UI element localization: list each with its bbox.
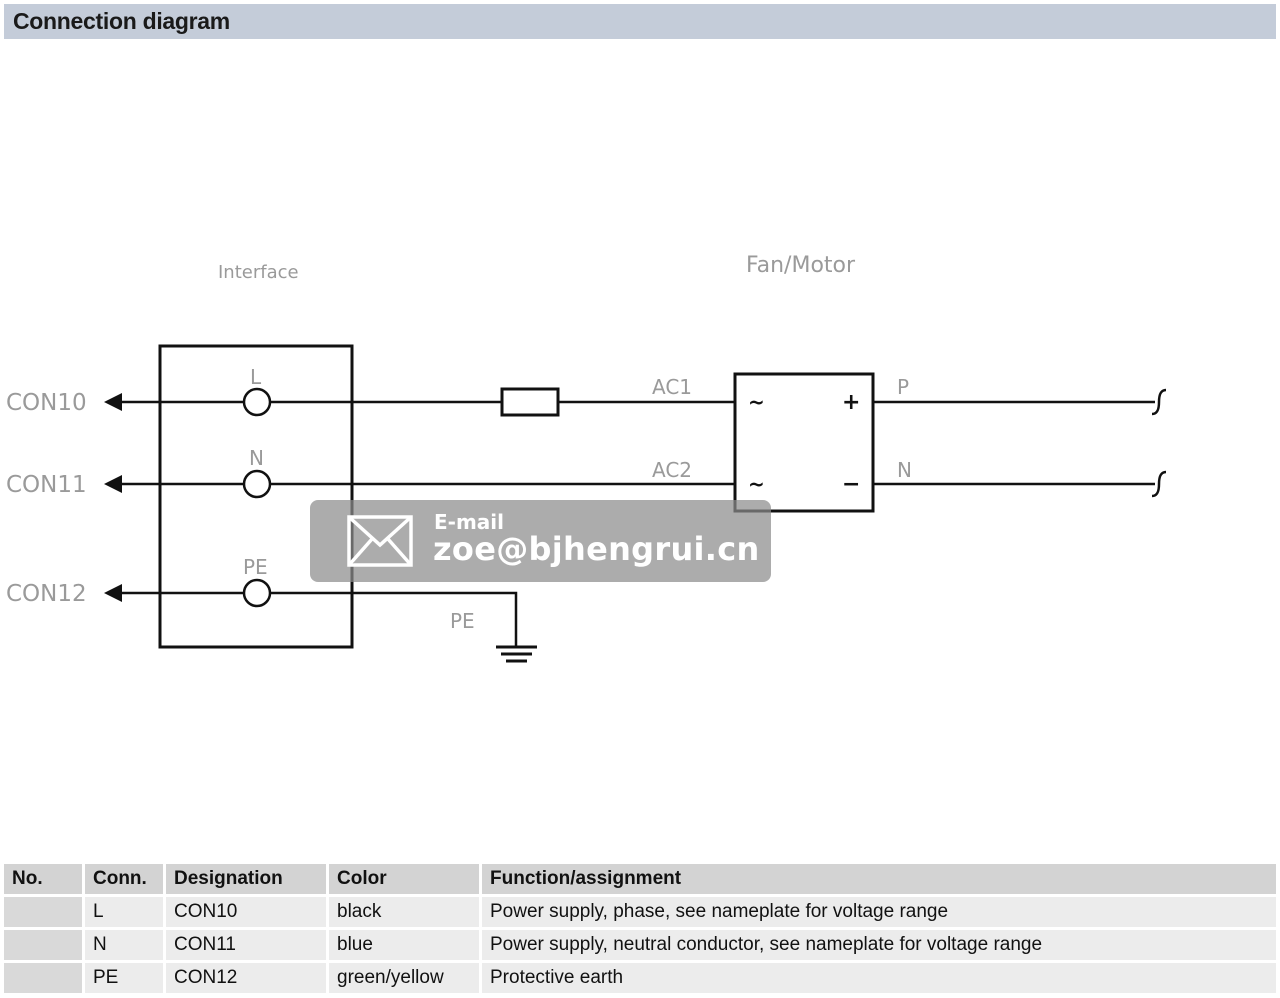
wire-break-n-icon xyxy=(1151,470,1167,498)
fuse-symbol xyxy=(500,387,560,417)
table-row: PE CON12 green/yellow Protective earth xyxy=(4,963,1276,993)
section-title-text: Connection diagram xyxy=(13,8,230,34)
cell-designation: CON10 xyxy=(163,897,326,927)
cell-color: green/yellow xyxy=(326,963,479,993)
header-conn: Conn. xyxy=(82,864,163,894)
ac1-label: AC1 xyxy=(652,375,692,399)
ac-symbol-top: ~ xyxy=(748,390,765,414)
cell-conn: N xyxy=(82,930,163,960)
terminal-n xyxy=(242,469,272,499)
plus-symbol: + xyxy=(842,390,860,415)
terminal-label-pe: PE xyxy=(243,555,268,579)
cell-no xyxy=(4,897,82,927)
cell-designation: CON11 xyxy=(163,930,326,960)
cell-function: Protective earth xyxy=(479,963,1276,993)
cell-color: black xyxy=(326,897,479,927)
terminal-label-l: L xyxy=(250,365,262,389)
interface-label: Interface xyxy=(218,262,299,283)
table-row: L CON10 black Power supply, phase, see n… xyxy=(4,897,1276,927)
minus-symbol: − xyxy=(842,472,860,497)
interface-box xyxy=(158,344,354,649)
watermark-title: E-mail xyxy=(434,510,505,534)
connector-label-con12: CON12 xyxy=(6,581,87,607)
wire-break-p-icon xyxy=(1151,388,1167,416)
header-designation: Designation xyxy=(163,864,326,894)
ac-symbol-bottom: ~ xyxy=(748,472,765,496)
terminal-label-n: N xyxy=(249,446,264,470)
cell-conn: PE xyxy=(82,963,163,993)
fan-motor-label: Fan/Motor xyxy=(746,253,856,278)
rectifier-box xyxy=(733,372,875,513)
connection-diagram: Interface Fan/Motor CON10 CON11 CON12 L … xyxy=(6,253,1167,663)
envelope-icon xyxy=(347,515,413,567)
arrow-con10-icon xyxy=(104,393,122,411)
cell-designation: CON12 xyxy=(163,963,326,993)
connection-table: No. Conn. Designation Color Function/ass… xyxy=(4,861,1276,996)
connector-label-con11: CON11 xyxy=(6,472,87,498)
cell-conn: L xyxy=(82,897,163,927)
output-label-p: P xyxy=(897,375,909,399)
wire-pe-ground xyxy=(271,591,518,647)
cell-no xyxy=(4,930,82,960)
arrow-con11-icon xyxy=(104,475,122,493)
table-row: N CON11 blue Power supply, neutral condu… xyxy=(4,930,1276,960)
section-title: Connection diagram xyxy=(4,4,1276,39)
header-color: Color xyxy=(326,864,479,894)
output-label-n: N xyxy=(897,458,912,482)
ac2-label: AC2 xyxy=(652,458,692,482)
arrow-con12-icon xyxy=(104,584,122,602)
header-no: No. xyxy=(4,864,82,894)
email-watermark: E-mail zoe@bjhengrui.cn xyxy=(310,500,771,582)
terminal-pe xyxy=(242,578,272,608)
watermark-email: zoe@bjhengrui.cn xyxy=(433,530,760,568)
table-header-row: No. Conn. Designation Color Function/ass… xyxy=(4,864,1276,894)
cell-color: blue xyxy=(326,930,479,960)
header-function: Function/assignment xyxy=(479,864,1276,894)
cell-function: Power supply, neutral conductor, see nam… xyxy=(479,930,1276,960)
terminal-l xyxy=(242,387,272,417)
connector-label-con10: CON10 xyxy=(6,390,87,416)
cell-no xyxy=(4,963,82,993)
cell-function: Power supply, phase, see nameplate for v… xyxy=(479,897,1276,927)
ground-label: PE xyxy=(450,609,475,633)
